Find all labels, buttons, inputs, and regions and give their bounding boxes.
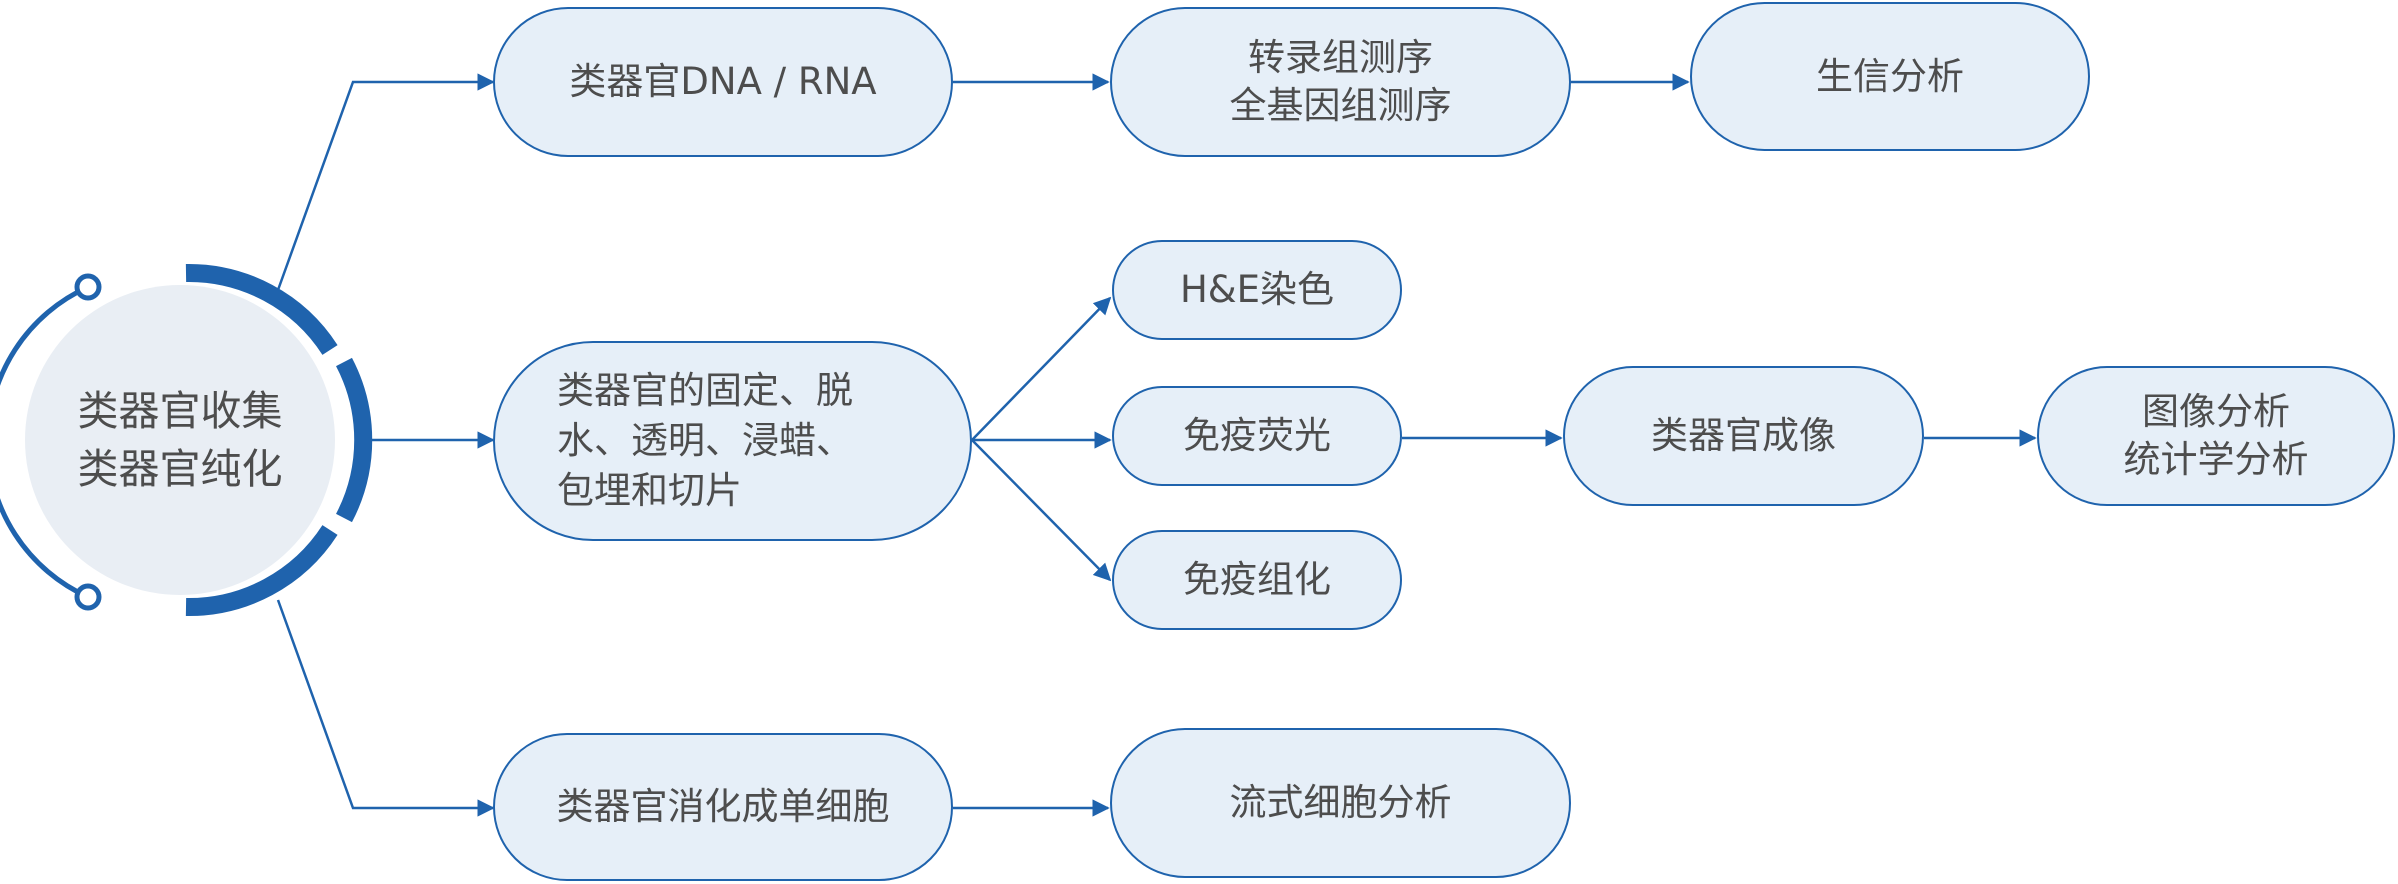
node-he-staining: H&E染色	[1112, 240, 1402, 340]
node-bioinformatics: 生信分析	[1690, 2, 2090, 151]
hub-label: 类器官收集 类器官纯化	[30, 380, 330, 500]
hub-label-line2: 类器官纯化	[77, 445, 283, 493]
node-image-analysis-line1: 图像分析	[2142, 390, 2290, 433]
node-organoid-dna-rna-label: 类器官DNA / RNA	[569, 60, 877, 103]
hub-arc-segment-bottom	[185, 525, 338, 617]
hub-arc-segment-middle	[335, 357, 373, 523]
connector-hub-to-digest	[276, 599, 495, 817]
hub-knob-top	[74, 273, 102, 301]
node-he-staining-label: H&E染色	[1179, 268, 1335, 311]
hub-arc-segment-top	[185, 263, 338, 355]
node-single-cell-digestion-label: 类器官消化成单细胞	[556, 785, 890, 828]
node-organoid-imaging-label: 类器官成像	[1651, 414, 1836, 457]
node-sequencing: 转录组测序 全基因组测序	[1110, 7, 1571, 157]
node-single-cell-digestion: 类器官消化成单细胞	[493, 733, 953, 881]
node-flow-cytometry-label: 流式细胞分析	[1229, 781, 1452, 824]
hub-knob-bottom	[74, 583, 102, 611]
node-organoid-imaging: 类器官成像	[1563, 366, 1924, 506]
node-fixation-line2: 水、透明、浸蜡、	[557, 419, 853, 462]
node-immunohistochemistry: 免疫组化	[1112, 530, 1402, 630]
connector-fixation-to-he	[971, 296, 1112, 441]
node-image-analysis-line2: 统计学分析	[2123, 438, 2309, 481]
node-fixation-line1: 类器官的固定、脱	[557, 369, 853, 412]
node-organoid-dna-rna: 类器官DNA / RNA	[493, 7, 953, 157]
node-immunofluorescence: 免疫荧光	[1112, 386, 1402, 486]
node-image-analysis: 图像分析 统计学分析	[2037, 366, 2395, 506]
hub-outer-arc	[0, 284, 90, 600]
node-immunohistochemistry-label: 免疫组化	[1183, 558, 1331, 601]
node-flow-cytometry: 流式细胞分析	[1110, 728, 1571, 878]
hub-label-line1: 类器官收集	[77, 387, 283, 435]
hub-circle	[25, 285, 335, 595]
node-sequencing-line1: 转录组测序	[1248, 36, 1433, 79]
node-immunofluorescence-label: 免疫荧光	[1183, 414, 1331, 457]
node-fixation-embedding: 类器官的固定、脱 水、透明、浸蜡、 包埋和切片	[493, 341, 972, 541]
node-sequencing-line2: 全基因组测序	[1229, 84, 1452, 127]
connector-hub-to-dna	[276, 73, 495, 291]
connector-fixation-to-ihc	[971, 439, 1112, 582]
node-fixation-line3: 包埋和切片	[557, 469, 742, 512]
node-bioinformatics-label: 生信分析	[1816, 54, 1964, 98]
